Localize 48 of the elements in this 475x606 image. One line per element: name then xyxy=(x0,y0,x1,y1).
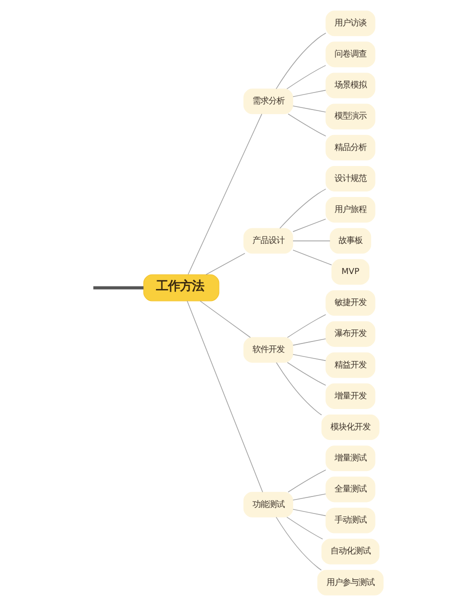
node-box: 模块化开发 xyxy=(320,414,379,440)
connector xyxy=(292,494,326,500)
node-box: 问卷调查 xyxy=(325,42,375,68)
connector xyxy=(292,218,326,232)
node-box: 自动化测试 xyxy=(320,538,379,564)
connector xyxy=(292,250,332,266)
node-box: 用户参与测试 xyxy=(316,570,384,596)
connector xyxy=(205,252,245,275)
connector xyxy=(287,114,326,136)
node-box: 瀑布开发 xyxy=(325,321,375,347)
connector xyxy=(286,362,326,386)
connector xyxy=(275,516,322,570)
node-box: 产品设计 xyxy=(242,228,293,254)
connector xyxy=(199,300,250,338)
connector xyxy=(276,362,322,416)
connector xyxy=(186,300,262,492)
node-box: 用户旅程 xyxy=(325,197,375,223)
node-box: 精品分析 xyxy=(325,134,375,160)
connector xyxy=(292,240,330,242)
connector xyxy=(292,106,326,112)
node-box: 模型演示 xyxy=(325,104,375,130)
connector xyxy=(187,114,262,275)
node-box: 手动测试 xyxy=(325,508,375,534)
node-box: 敏捷开发 xyxy=(325,290,375,316)
node-box: 精益开发 xyxy=(325,352,375,378)
node-box: 用户访谈 xyxy=(325,10,375,36)
connector xyxy=(292,90,326,98)
connector xyxy=(286,65,326,90)
node-box: 需求分析 xyxy=(242,88,293,114)
connector xyxy=(92,286,143,290)
connector xyxy=(278,188,326,229)
connector xyxy=(292,508,326,516)
connector xyxy=(292,354,326,361)
node-box: 故事板 xyxy=(329,228,371,254)
connector xyxy=(275,32,326,90)
connector xyxy=(286,314,326,338)
node-box: 增量开发 xyxy=(325,383,375,409)
node-box: 功能测试 xyxy=(242,492,293,518)
node-box: 场景模拟 xyxy=(325,72,375,98)
node-box: 工作方法 xyxy=(142,274,219,302)
node-box: 增量测试 xyxy=(325,446,375,472)
node-box: 软件开发 xyxy=(242,337,293,363)
connector xyxy=(286,516,322,540)
node-box: 设计规范 xyxy=(325,166,375,192)
connector xyxy=(292,338,326,346)
node-box: MVP xyxy=(330,259,369,285)
node-box: 全量测试 xyxy=(325,476,375,502)
connector xyxy=(287,470,326,492)
